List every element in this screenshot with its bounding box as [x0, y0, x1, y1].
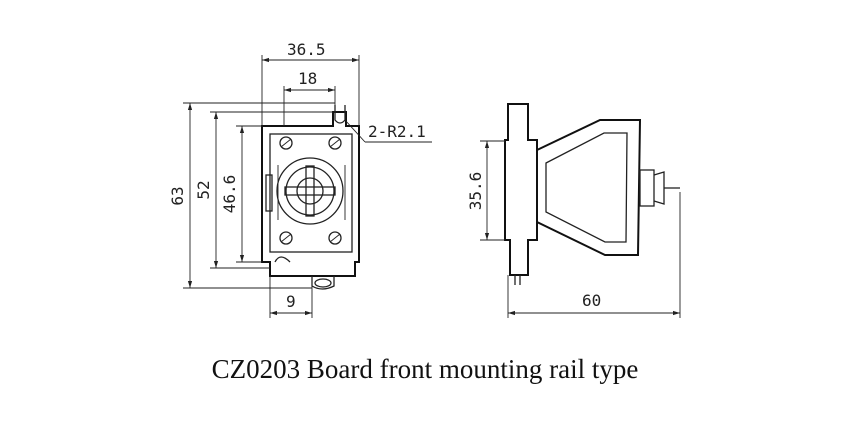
dim-side-height: 35.6 — [466, 172, 485, 211]
screw-top-left — [279, 136, 293, 150]
screw-top-right — [328, 136, 342, 150]
bottom-clip — [274, 256, 291, 263]
roller-ellipse — [314, 278, 332, 288]
side-lever — [265, 174, 273, 212]
side-knob — [639, 169, 680, 207]
dim-height-inner: 46.6 — [220, 175, 239, 214]
mounting-plate — [504, 103, 538, 276]
screw-bottom-left — [279, 231, 293, 245]
figure-caption: CZ0203 Board front mounting rail type — [211, 354, 639, 384]
top-slot — [334, 105, 346, 124]
trapezoid-arm — [536, 119, 642, 256]
front-body-outline — [261, 111, 360, 277]
dim-height-total: 63 — [168, 186, 187, 205]
inner-panel — [269, 133, 353, 253]
dim-height-mid: 52 — [194, 180, 213, 199]
side-view: 35.6 60 — [466, 103, 681, 318]
dim-bottom-offset: 9 — [286, 292, 296, 311]
dim-side-depth: 60 — [582, 291, 601, 310]
front-view: 36.5 18 2-R2.1 63 52 46.6 9 — [168, 40, 432, 318]
arm-inner — [545, 132, 628, 243]
rotary-knob — [276, 157, 344, 225]
dim-width-inner: 18 — [298, 69, 317, 88]
dim-width-top: 36.5 — [287, 40, 326, 59]
screw-bottom-right — [328, 231, 342, 245]
dim-radius: 2-R2.1 — [368, 122, 426, 141]
